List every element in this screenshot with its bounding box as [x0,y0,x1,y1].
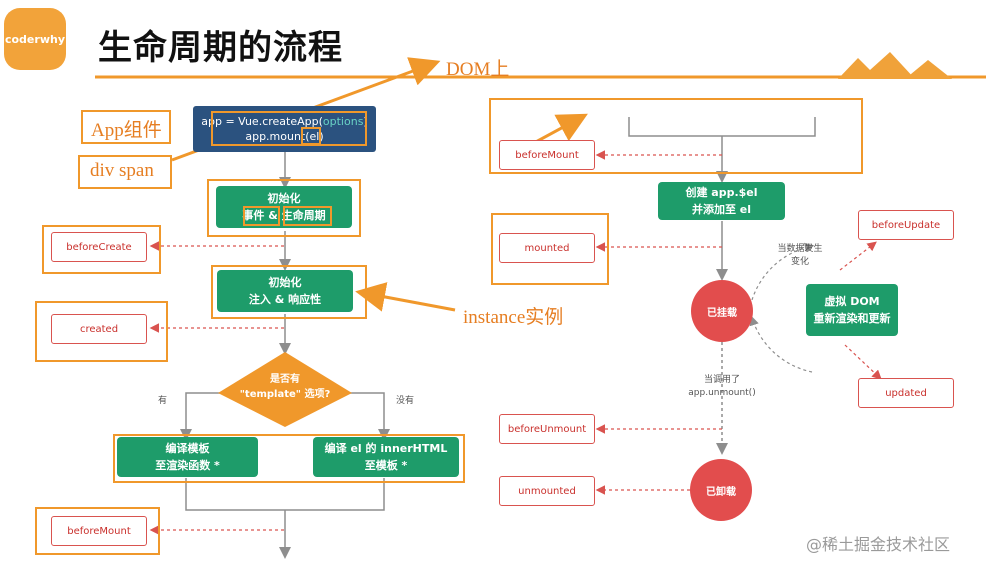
el-highlight [301,127,321,145]
init2-subtitle: 注入 & 响应性 [248,293,322,306]
page-title: 生命周期的流程 [98,28,343,68]
coderwhy-logo: coderwhy [4,8,66,70]
hook-created: created [51,314,147,344]
div-span-label: div span [90,160,154,181]
hook-updated: updated [858,378,954,408]
yes-label: 有 [158,396,168,406]
decision-text: 是否有 "template" 选项? [239,374,331,400]
create-el-node: 创建 app.$el 并添加至 el [658,182,785,220]
instance-label: instance实例 [463,307,564,328]
data-change-note: 当数据发生 变化 [777,244,823,267]
div-span-box: div span [78,155,172,189]
events-highlight [243,206,280,226]
watermark: @稀土掘金技术社区 [806,535,951,554]
app-component-label: App组件 [91,120,162,141]
dom-mount-outline [489,98,863,174]
init1-outline [207,179,361,237]
virtual-dom-node: 虚拟 DOM 重新渲染和更新 [806,284,898,336]
before-mount-left-outline [35,507,160,555]
compile-template-node: 编译模板 至渲染函数 * [117,437,258,477]
update-cycle [751,242,815,301]
hook-before-update: beforeUpdate [858,210,954,240]
template-decision-diamond [218,352,352,427]
dom-label: DOM上 [446,59,510,80]
lifecycle-highlight [283,206,332,226]
unmounted-state-circle: 已卸载 [690,459,752,521]
app-component-box: App组件 [81,110,171,144]
hook-before-mount-left: beforeMount [51,516,147,546]
no-label: 没有 [396,396,415,406]
hook-before-mount-right: beforeMount [499,140,595,170]
init1-title: 初始化 [267,192,301,205]
init2-outline [211,265,367,319]
options-text: options [322,115,364,128]
init2-title: 初始化 [268,276,302,289]
create-app-highlight [211,111,367,146]
header-mountain-decoration [838,52,915,79]
mounted-outline [491,213,609,285]
compile-outline [113,434,465,483]
init-injection-reactivity-node: 初始化 注入 & 响应性 [217,270,353,312]
compile-el-node: 编译 el 的 innerHTML 至模板 * [313,437,459,477]
hook-unmounted: unmounted [499,476,595,506]
hook-mounted: mounted [499,233,595,263]
instance-arrow [355,282,456,312]
mount-line: app.mount(el) [245,130,324,143]
created-outline [35,301,168,362]
hook-before-unmount: beforeUnmount [499,414,595,444]
unmount-note: 当调用了 app.unmount() [688,375,756,398]
before-create-outline [42,225,161,274]
mounted-state-circle: 已挂载 [691,280,753,342]
hook-before-create: beforeCreate [51,232,147,262]
